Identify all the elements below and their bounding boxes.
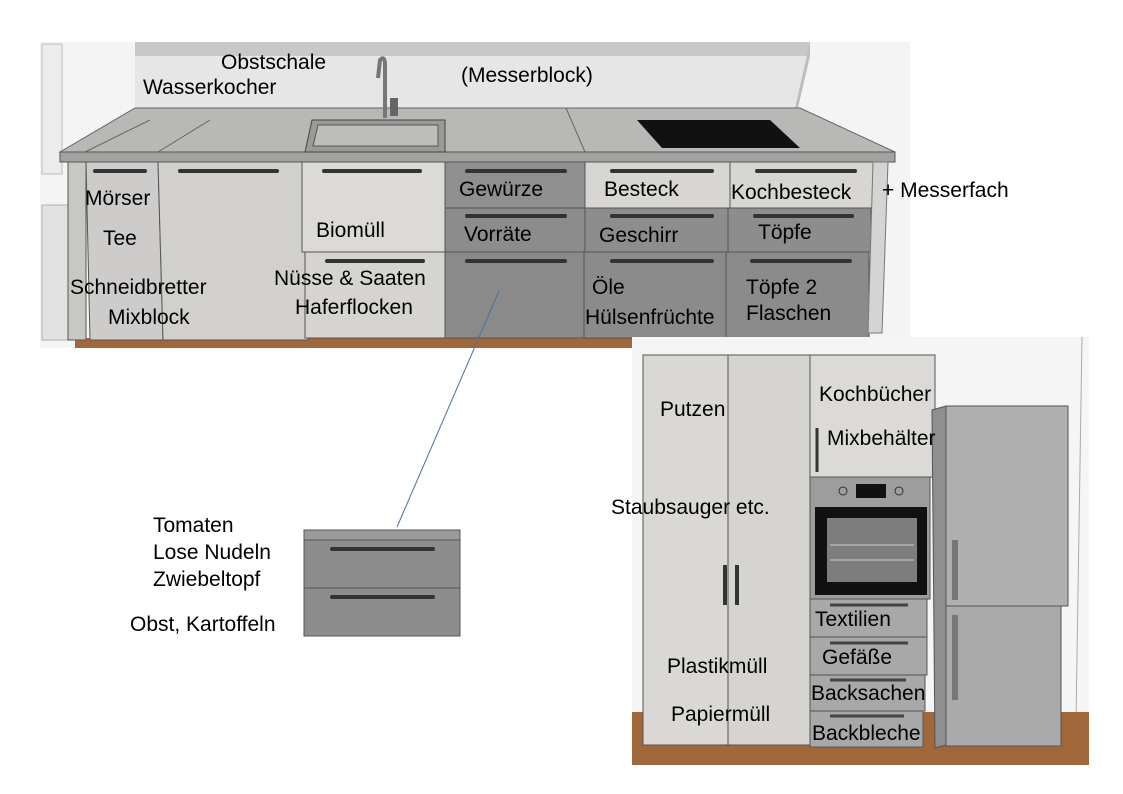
label-vorraete: Vorräte	[464, 223, 532, 246]
label-staubsauger: Staubsauger etc.	[611, 496, 770, 519]
label-tomaten: Tomaten	[153, 514, 234, 537]
label-lose-nudeln: Lose Nudeln	[153, 541, 271, 564]
label-moerser: Mörser	[85, 187, 151, 210]
label-geschirr: Geschirr	[599, 224, 679, 247]
label-oele: Öle	[592, 276, 625, 299]
label-zwiebeltopf: Zwiebeltopf	[153, 568, 261, 591]
label-mixbehaelter: Mixbehälter	[827, 427, 936, 450]
kitchen-row-render	[40, 42, 910, 348]
tall-units-render	[632, 336, 1089, 765]
label-biomuell: Biomüll	[316, 219, 385, 242]
label-messerfach: + Messerfach	[882, 179, 1009, 202]
label-kochbesteck: Kochbesteck	[731, 181, 852, 204]
label-obstschale: Obstschale	[221, 51, 327, 74]
label-mixblock: Mixblock	[108, 306, 190, 329]
label-toepfe: Töpfe	[758, 221, 812, 244]
label-wasserkocher: Wasserkocher	[143, 76, 277, 99]
label-backsachen: Backsachen	[811, 682, 926, 705]
label-toepfe-2: Töpfe 2	[746, 276, 818, 299]
detail-drawer-render	[303, 529, 461, 637]
label-messerblock: (Messerblock)	[461, 64, 593, 87]
label-gefaesse: Gefäße	[822, 646, 893, 669]
label-backbleche: Backbleche	[812, 722, 921, 745]
leader-line	[396, 290, 500, 528]
label-plastikmuell: Plastikmüll	[667, 655, 768, 678]
label-haferflocken: Haferflocken	[295, 296, 413, 319]
label-huelsenfruechte: Hülsenfrüchte	[585, 306, 715, 329]
label-gewuerze: Gewürze	[459, 178, 544, 201]
label-kochbuecher: Kochbücher	[819, 383, 932, 406]
label-textilien: Textilien	[815, 608, 891, 631]
label-flaschen: Flaschen	[746, 302, 832, 325]
label-putzen: Putzen	[660, 398, 726, 421]
label-besteck: Besteck	[604, 178, 679, 201]
label-tee: Tee	[103, 227, 137, 250]
label-obst-kartoffeln: Obst, Kartoffeln	[130, 613, 276, 636]
label-nuesse-saaten: Nüsse & Saaten	[274, 267, 426, 290]
label-papiermuell: Papiermüll	[671, 703, 771, 726]
label-schneidbretter: Schneidbretter	[70, 276, 207, 299]
